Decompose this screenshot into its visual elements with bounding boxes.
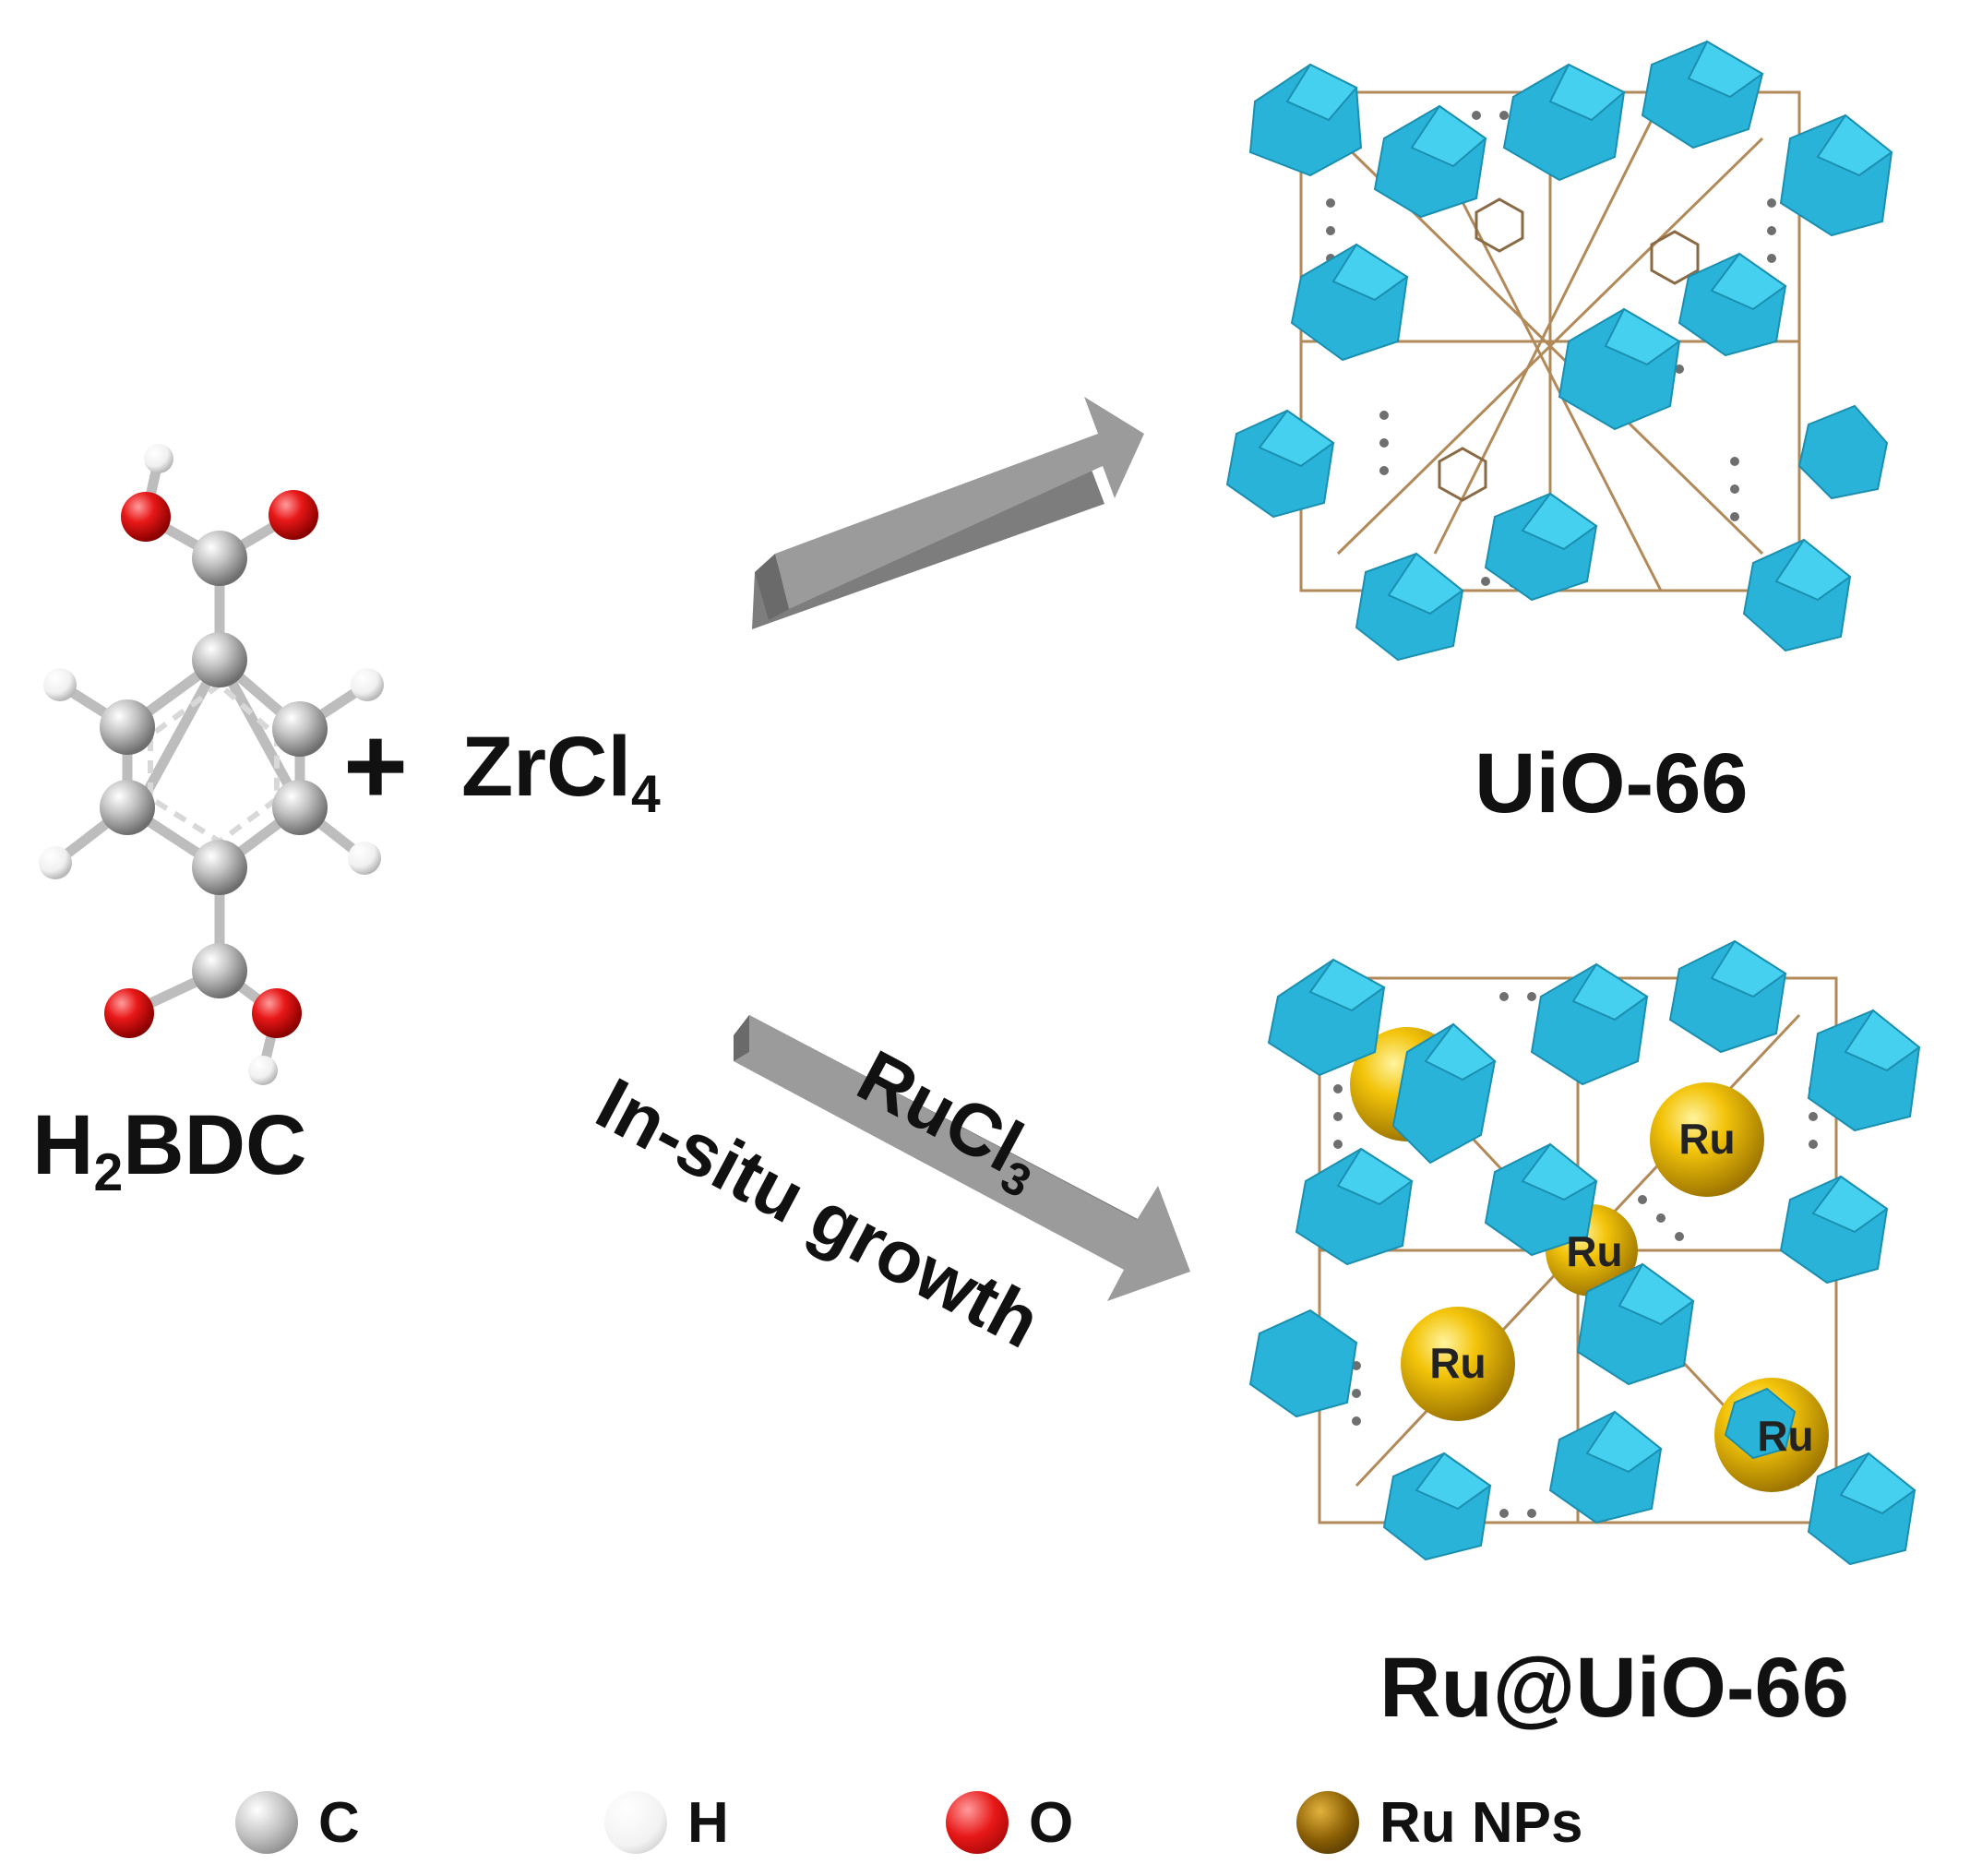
ru-label: Ru [1566,1227,1622,1275]
h2bdc-label-rest: BDC [123,1098,307,1192]
zrcl4-sub: 4 [631,765,661,825]
plus-sign: + [343,704,409,828]
carbon-atom-icon [235,1791,298,1854]
ru-label: Ru [1429,1339,1486,1387]
ru-uio66-structure: Ru Ru Ru Ru [1248,939,1921,1566]
legend-label: H [687,1790,729,1855]
legend-item-hydrogen: H [604,1786,729,1859]
hydrogen-atom-icon [604,1791,667,1854]
legend-item-oxygen: O [946,1786,1073,1859]
ru-label: Ru [1678,1115,1735,1163]
legend-label: C [318,1790,360,1855]
oxygen-atom-icon [946,1791,1009,1854]
ru-label: Ru [1757,1412,1813,1460]
legend-label: Ru NPs [1379,1790,1583,1855]
legend-item-ru-nps: Ru NPs [1296,1786,1582,1859]
ru-nanoparticle-icon [1296,1791,1359,1854]
arrow-to-uio66 [752,397,1144,629]
zrcl4-label: ZrCl4 [461,724,661,821]
uio66-structure [1225,40,1893,662]
h2bdc-molecule [39,444,384,1085]
legend-item-carbon: C [235,1786,360,1859]
h2bdc-label-h: H [32,1098,94,1192]
arrow-to-ru-uio66 [734,1015,1190,1301]
legend-label: O [1029,1790,1074,1855]
zrcl4-main: ZrCl [461,720,631,814]
h2bdc-label: H2BDC [32,1103,307,1200]
ru-uio66-label: Ru@UiO-66 [1379,1641,1849,1735]
h2bdc-label-sub: 2 [93,1143,124,1203]
uio66-label: UiO-66 [1475,736,1749,830]
